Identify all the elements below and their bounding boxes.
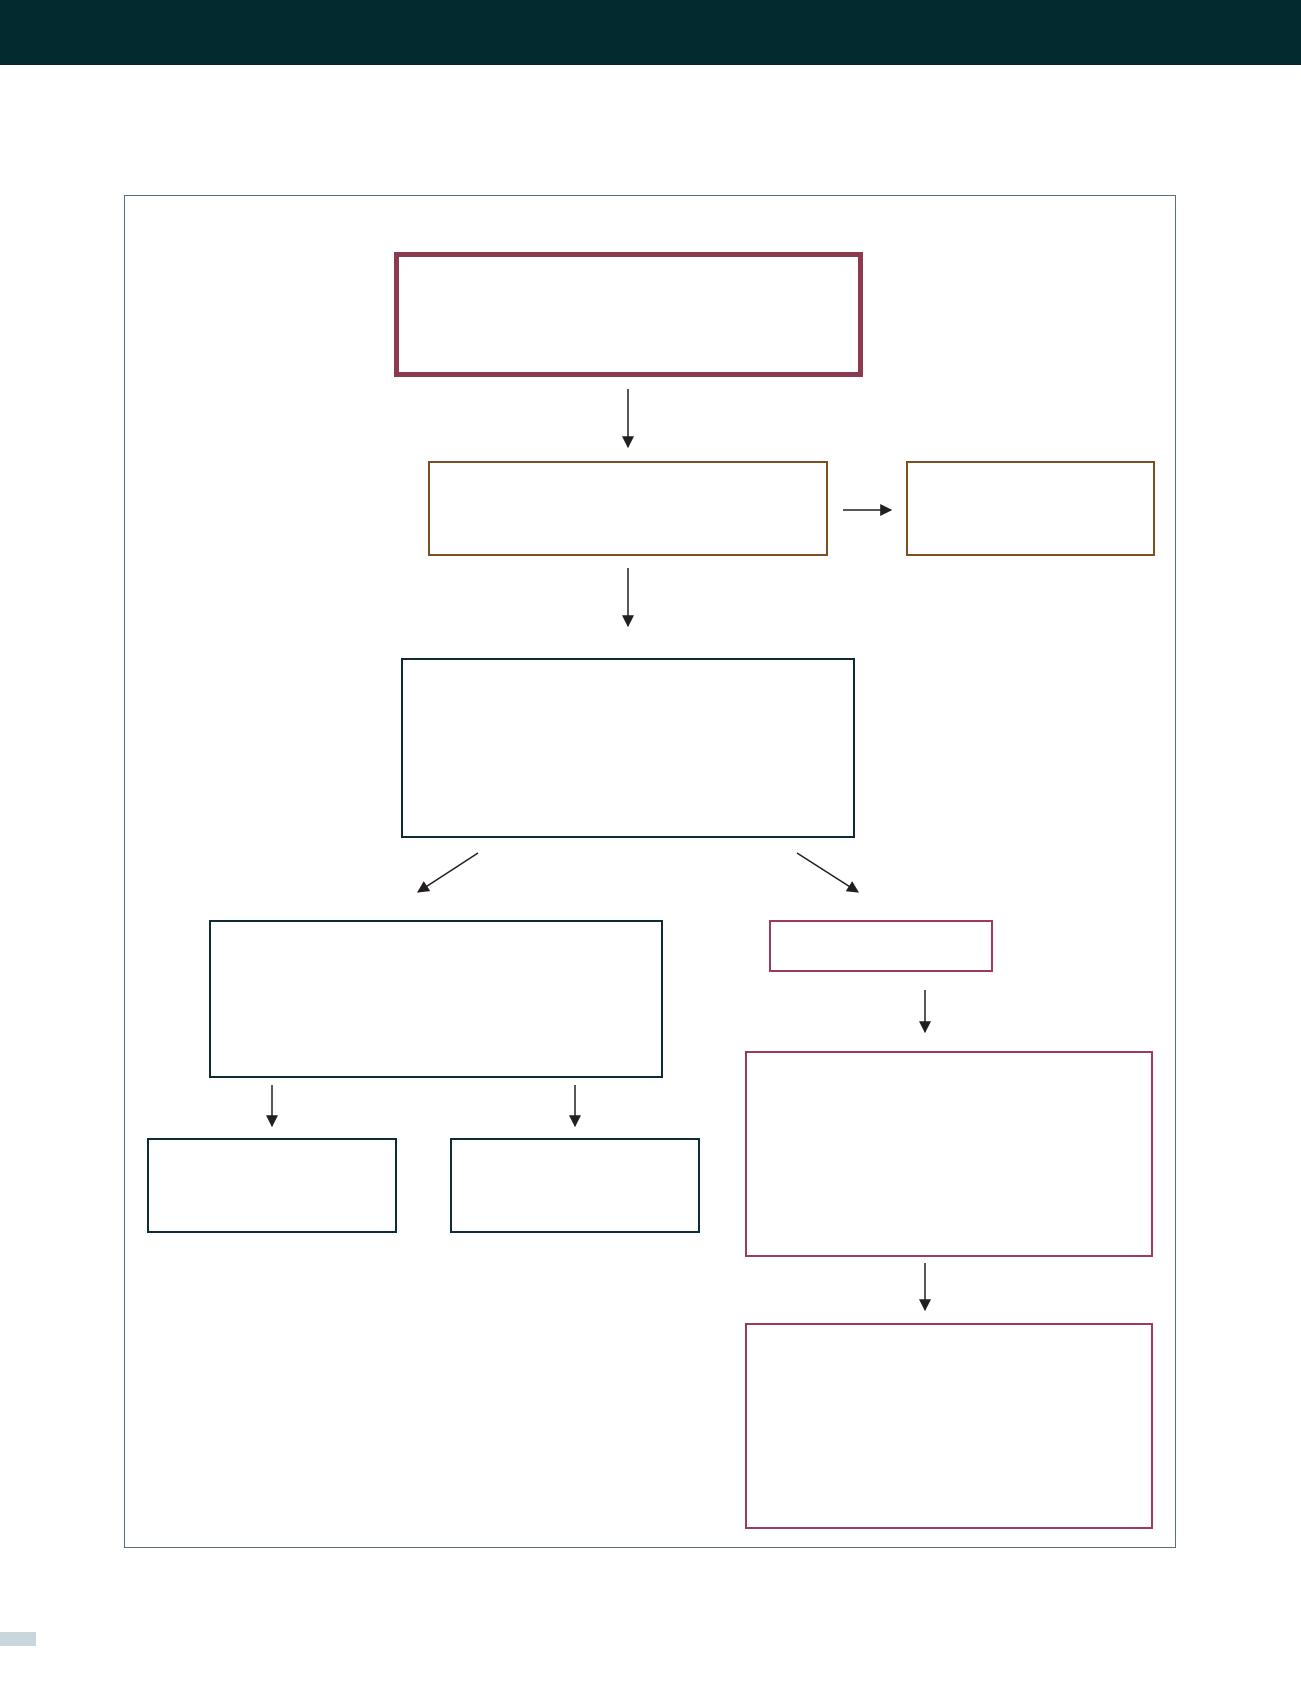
second-box: [428, 461, 828, 556]
diagram-frame: [124, 195, 1176, 1548]
header-band: [0, 0, 1301, 65]
middle-box-label: [403, 660, 853, 680]
side-box: [906, 461, 1155, 556]
right-branch-box-label: [771, 922, 991, 942]
top-box: [394, 252, 863, 377]
left-branch-box: [209, 920, 663, 1078]
right-bottom-box: [745, 1323, 1153, 1529]
left-leaf-a-box: [147, 1138, 397, 1233]
left-branch-box-label: [211, 922, 661, 942]
left-leaf-a-box-label: [149, 1140, 395, 1160]
page-corner-tab: [0, 1632, 36, 1646]
top-box-label: [399, 257, 858, 277]
right-mid-box-label: [747, 1053, 1151, 1073]
left-leaf-b-box: [450, 1138, 700, 1233]
second-box-label: [430, 463, 826, 483]
right-mid-box: [745, 1051, 1153, 1257]
right-branch-box: [769, 920, 993, 972]
right-bottom-box-label: [747, 1325, 1151, 1345]
left-leaf-b-box-label: [452, 1140, 698, 1160]
side-box-label: [908, 463, 1153, 483]
middle-box: [401, 658, 855, 838]
